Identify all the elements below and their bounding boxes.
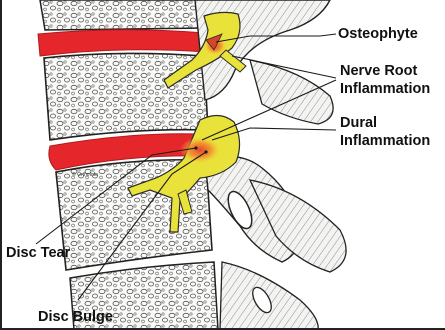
frame-left-border bbox=[0, 0, 2, 330]
label-disc-tear: Disc Tear bbox=[6, 244, 70, 262]
spinous-process-upper bbox=[250, 60, 333, 124]
label-nerve-root-inflammation: Nerve Root Inflammation bbox=[340, 62, 430, 98]
label-dural-line1: Dural bbox=[340, 114, 430, 132]
upper-disc bbox=[38, 30, 206, 56]
watermark: © OrthoInfo bbox=[72, 172, 98, 178]
label-nerve-root-line2: Inflammation bbox=[340, 80, 430, 98]
lamina-bottom bbox=[220, 262, 318, 330]
label-nerve-root-line1: Nerve Root bbox=[340, 62, 430, 80]
label-osteophyte: Osteophyte bbox=[338, 25, 418, 43]
label-dural-inflammation: Dural Inflammation bbox=[340, 114, 430, 150]
upper-vertebral-body bbox=[40, 0, 205, 30]
label-disc-bulge: Disc Bulge bbox=[38, 308, 113, 326]
label-dural-line2: Inflammation bbox=[340, 132, 430, 150]
